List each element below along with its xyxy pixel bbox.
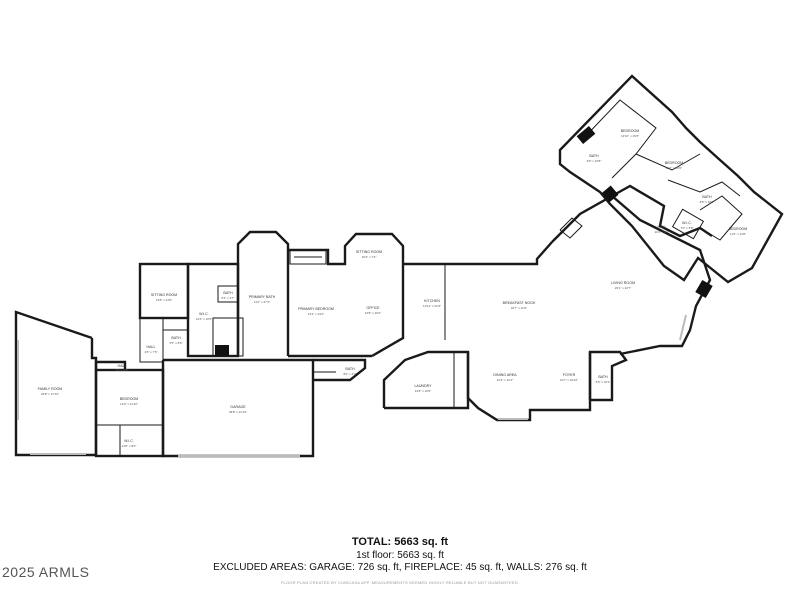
bath-garage-walls [313, 358, 367, 382]
room-labels: FAMILY ROOM 26'8" x 37'10" BEDROOM 14'0"… [38, 129, 748, 448]
sitting-room-center-label: SITTING ROOM [356, 250, 382, 254]
watermark: 2025 ARMLS [2, 564, 90, 580]
bedroom-ne-walls [558, 74, 784, 284]
bath-small-dim: 5'4" x 4'7" [221, 296, 234, 300]
office-label: OFFICE [366, 306, 380, 310]
bedroom-west-dim: 14'0" x 11'10" [120, 402, 138, 406]
wic-east-label: W.I.C. [682, 221, 692, 225]
bath-ne1-dim: 9'6" x 10'8" [587, 159, 602, 163]
bedroom-ne2-dim: 11'7" x 14'6" [666, 166, 682, 170]
primary-bath-walls [236, 230, 290, 356]
primary-bath-dim: 11'4" x 27'4" [254, 300, 270, 304]
excluded-areas: EXCLUDED AREAS: GARAGE: 726 sq. ft, FIRE… [213, 562, 587, 573]
primary-bedroom-label: PRIMARY BEDROOM [298, 307, 334, 311]
garage-label: GARAGE [230, 405, 246, 409]
disclaimer: FLOOR PLAN CREATED BY CUBICASA APP. MEAS… [280, 580, 520, 585]
primary-bedroom-dim: 14'4" x 24'2" [308, 312, 324, 316]
bath-east-label: BATH [598, 375, 608, 379]
bath-west-dim: 5'5" x 8'6" [169, 341, 182, 345]
bath-ne2-dim: 8'5" x 10'8" [700, 200, 715, 204]
family-room-dim: 26'8" x 37'10" [41, 392, 59, 396]
dining-area-label: DINING AREA [493, 373, 517, 377]
laundry-label: LAUNDRY [414, 384, 432, 388]
wic-primary-label: W.I.C. [199, 312, 209, 316]
foyer-dim: 10'7" x 10'10" [560, 378, 578, 382]
garage-walls [161, 358, 315, 458]
kitchen-dim: 13'11" x 21'8" [423, 304, 441, 308]
garage-dim: 38'8" x 21'10" [229, 410, 247, 414]
floor-area: 1st floor: 5663 sq. ft [356, 550, 444, 561]
hall-east-label: HALL [658, 225, 667, 229]
hall-small-label: HALL [147, 345, 156, 349]
bedroom-west-label: BEDROOM [120, 397, 139, 401]
sitting-room-west-dim: 14'8" x 14'5" [156, 298, 172, 302]
laundry-walls [382, 350, 470, 410]
office-dim: 13'8" x 20'2" [365, 311, 381, 315]
bath-ne2-label: BATH [702, 195, 712, 199]
family-room-label: FAMILY ROOM [38, 387, 63, 391]
laundry-dim: 14'8" x 10'6" [415, 389, 431, 393]
wic-west-label: W.I.C. [124, 439, 134, 443]
bedroom-ne1-dim: 13'10" x 15'6" [621, 134, 639, 138]
sitting-room-west-label: SITTING ROOM [151, 293, 177, 297]
living-room-dim: 26'1" x 22'7" [615, 286, 631, 290]
bath-garage-label: BATH [345, 367, 355, 371]
wic-east-dim: 7'0" x 5'8" [680, 226, 693, 230]
bedroom-ne2-label: BEDROOM [665, 161, 684, 165]
breakfast-nook-dim: 22'7" x 11'6" [511, 306, 527, 310]
hall-small-dim: 4'6" x 7'6" [144, 350, 157, 354]
hall-west-label: HALL [118, 364, 127, 368]
bath-east-dim: 6'6" x 10'2" [596, 380, 611, 384]
breakfast-nook-label: BREAKFAST NOOK [503, 301, 536, 305]
bath-garage-dim: 8'4" x 4'7" [343, 372, 356, 376]
foyer-label: FOYER [563, 373, 576, 377]
bedroom-ne1-label: BEDROOM [621, 129, 640, 133]
bedroom-ne3-dim: 11'5" x 14'8" [730, 232, 746, 236]
primary-bath-label: PRIMARY BATH [249, 295, 276, 299]
total-area: TOTAL: 5663 sq. ft [351, 536, 449, 548]
primary-bedroom-walls [288, 232, 405, 358]
dining-walls [466, 352, 592, 422]
sitting-room-center-dim: 16'4" x 7'3" [362, 255, 377, 259]
kitchen-label: KITCHEN [424, 299, 440, 303]
primary-closet-walls [186, 262, 244, 358]
bath-small-label: BATH [223, 291, 233, 295]
bath-ne1-label: BATH [589, 154, 599, 158]
kitchen-walls [371, 241, 553, 358]
hall-west-dim: 3'0" x 8'0" [115, 368, 128, 372]
wic-west-dim: 14'0" x 8'0" [122, 444, 137, 448]
bedroom-ne3-label: BEDROOM [729, 227, 748, 231]
living-room-label: LIVING ROOM [611, 281, 635, 285]
family-room-walls [14, 310, 98, 457]
hall-east-dim: 22'4" x 4'4" [655, 230, 670, 234]
bath-west-label: BATH [171, 336, 181, 340]
bath-east-walls [588, 350, 628, 402]
dining-area-dim: 12'4" x 16'1" [497, 378, 513, 382]
wic-primary-dim: 13'4" x 10'5" [196, 317, 212, 321]
